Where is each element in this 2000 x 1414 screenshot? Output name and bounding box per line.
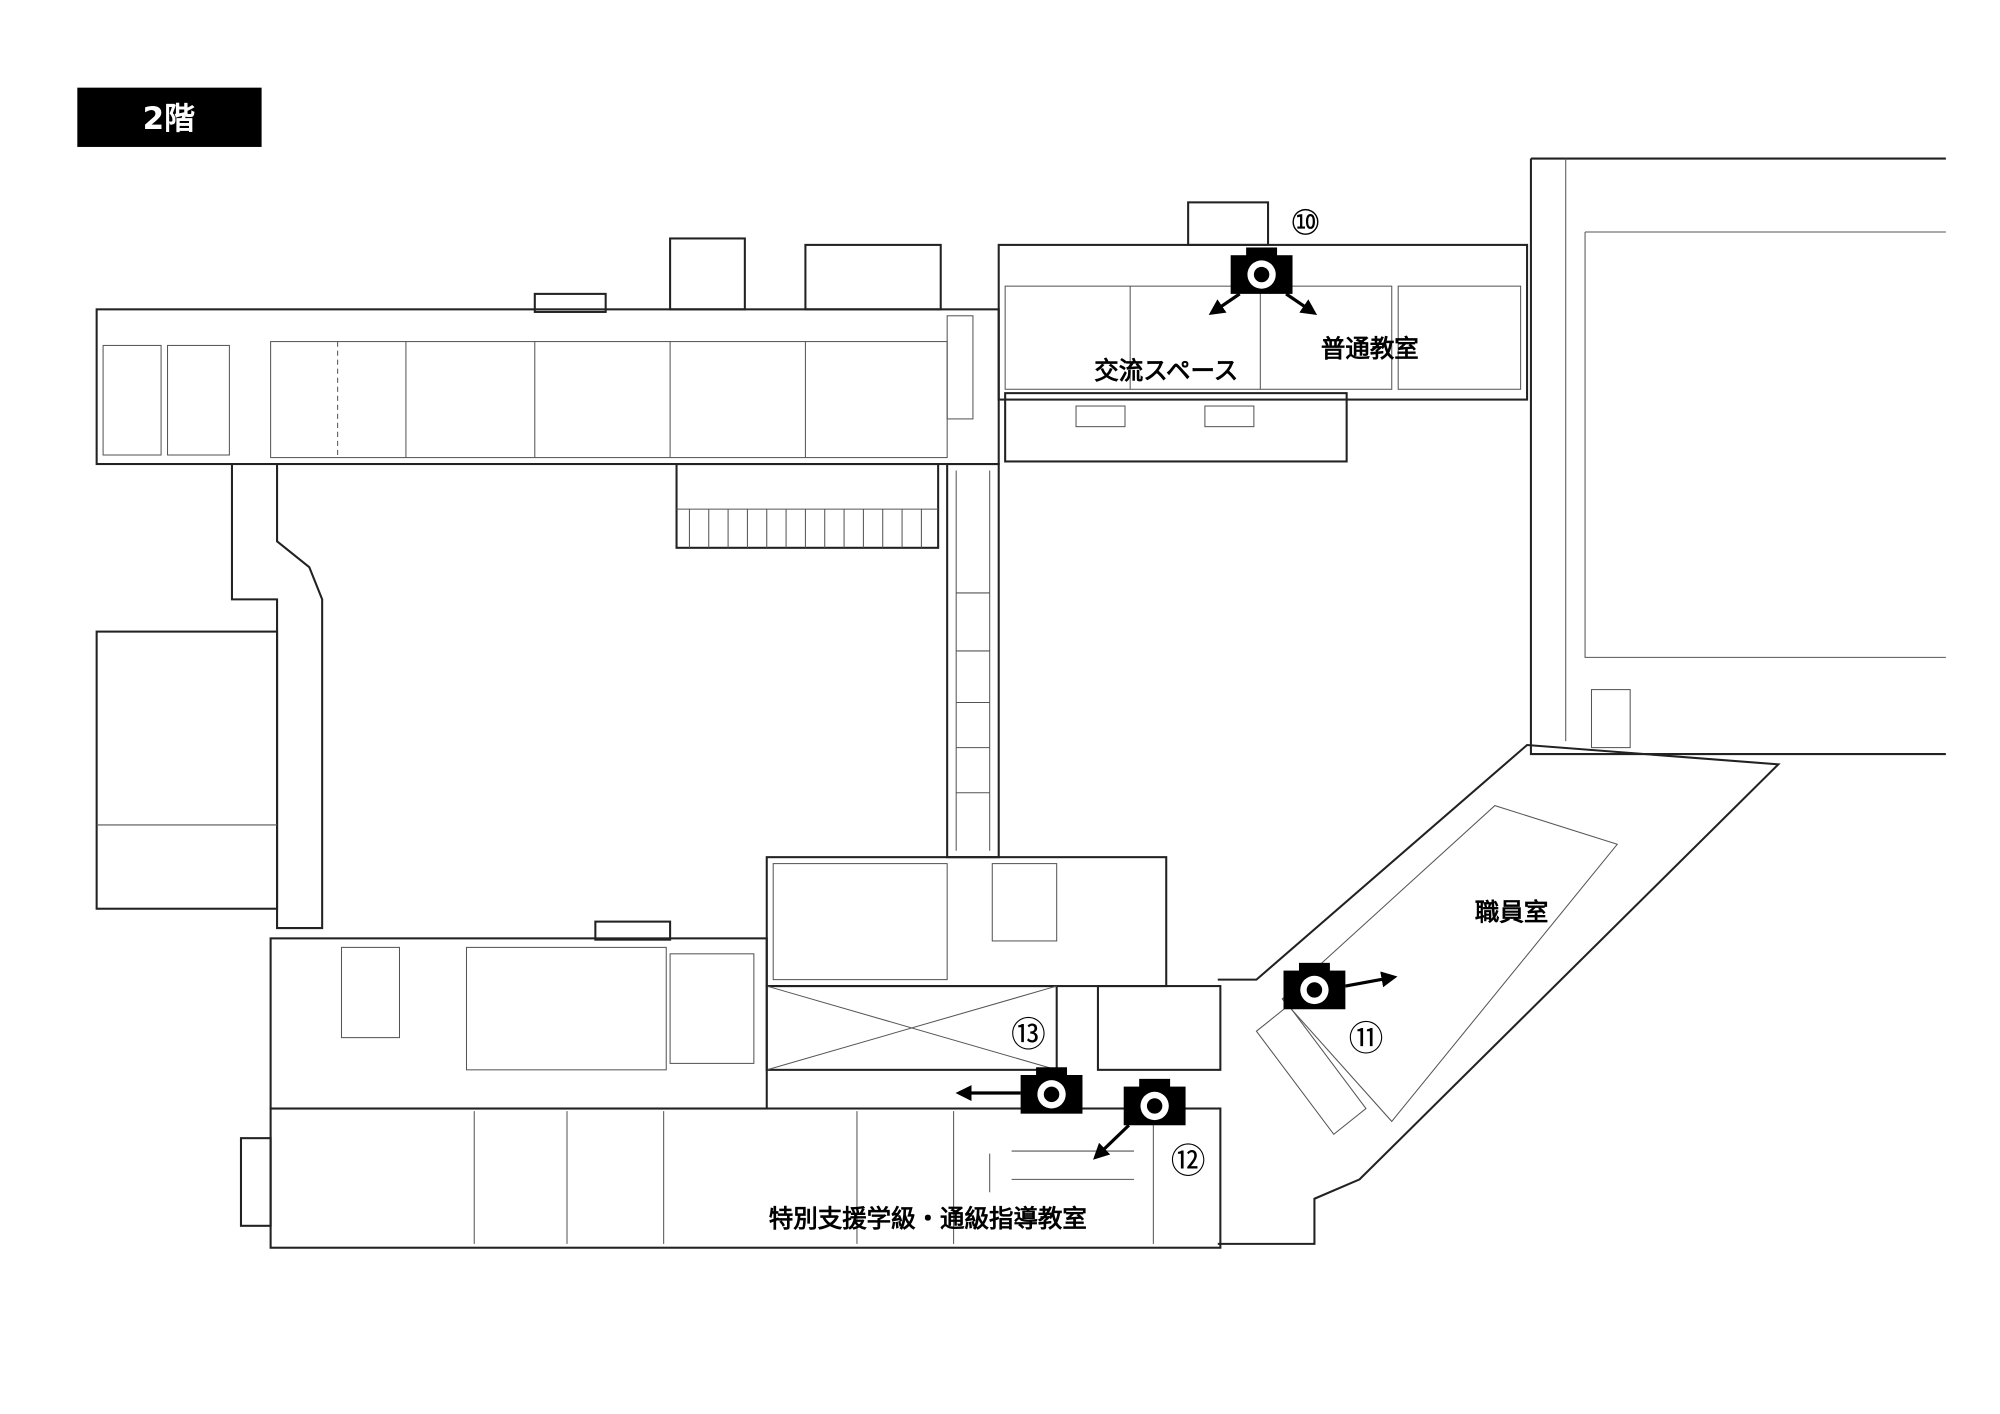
room-label-exchange-space: 交流スペース — [1094, 356, 1238, 385]
camera-icon — [1020, 1067, 1083, 1114]
room-label-regular-classroom: 普通教室 — [1321, 334, 1419, 363]
photo-point-10: ⑩ — [1208, 204, 1321, 316]
stairs — [676, 508, 939, 548]
floor-title-badge: 2階 — [77, 87, 262, 147]
room-label-staff-room: 職員室 — [1475, 897, 1548, 926]
photo-point-number: ⑫ — [1171, 1142, 1206, 1182]
building-walls — [95, 157, 1946, 1249]
direction-arrow-icon — [1285, 292, 1318, 316]
direction-arrow-icon — [1208, 292, 1241, 316]
direction-arrow-icon — [1345, 971, 1398, 988]
camera-icon — [1283, 962, 1346, 1010]
camera-icon — [1123, 1078, 1186, 1126]
photo-point-12: ⑫ — [1093, 1078, 1206, 1182]
photo-point-number: ⑪ — [1349, 1020, 1384, 1060]
room-label-special-support: 特別支援学級・通級指導教室 — [769, 1204, 1087, 1233]
camera-icon — [1230, 247, 1293, 294]
photo-point-number: ⑬ — [1011, 1016, 1046, 1056]
photo-point-13: ⑬ — [955, 1016, 1083, 1114]
photo-point-11: ⑪ — [1283, 962, 1398, 1060]
direction-arrow-icon — [1093, 1124, 1130, 1160]
floor-title: 2階 — [143, 101, 196, 137]
photo-point-number: ⑩ — [1290, 204, 1321, 244]
